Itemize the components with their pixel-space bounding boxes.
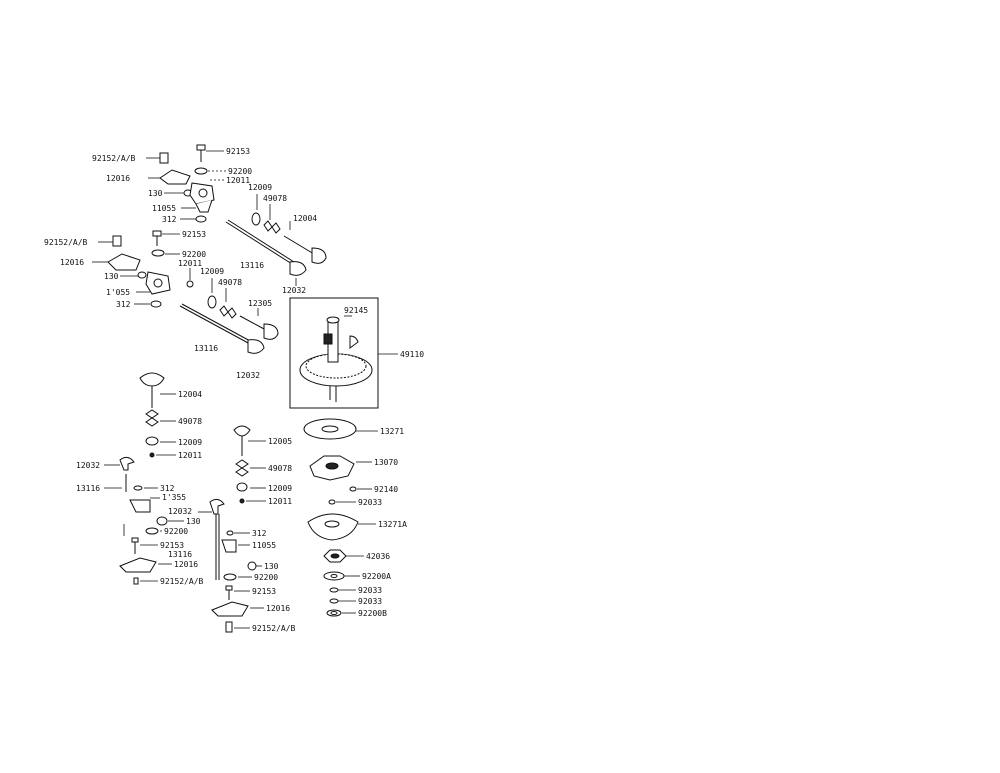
label-11055-d: 11055 <box>252 541 276 550</box>
label-42036: 42036 <box>366 552 390 561</box>
valve-head-12004-c-part <box>139 372 165 387</box>
label-49078-c: 49078 <box>178 417 202 426</box>
label-92152-d: 92152/A/B <box>252 624 296 633</box>
center-valve-stack: 12005 49078 12009 12011 312 11055 130 92… <box>211 425 296 633</box>
label-13271: 13271 <box>380 427 404 436</box>
label-92200-d: 92200 <box>254 573 278 582</box>
upper-rocker-assembly: 92153 92200 92152/A/B 12016 12011 130 12… <box>92 144 327 264</box>
label-12016-a: 12016 <box>106 174 130 183</box>
label-92153-a: 92153 <box>226 147 250 156</box>
label-92033-c: 92033 <box>358 597 382 606</box>
label-12032-d: 12032 <box>168 507 192 516</box>
rocker-arm-12016-b-part <box>107 253 141 271</box>
label-12016-c: 12016 <box>174 560 198 569</box>
label-12016-b: 12016 <box>60 258 84 267</box>
label-92152-c: 92152/A/B <box>160 577 204 586</box>
collar-92152-part <box>159 152 169 164</box>
valve-spring-49078-part <box>263 220 281 234</box>
label-13271A: 13271A <box>378 520 407 529</box>
bolt-92153-b-part <box>152 230 162 237</box>
push-rod-13116-part <box>225 221 293 265</box>
label-92140: 92140 <box>374 485 398 494</box>
label-12032-b: 12032 <box>236 371 260 380</box>
label-12004-a: 12004 <box>293 214 317 223</box>
middle-rocker-assembly: 92152/A/B 92153 92200 12016 12011 130 1'… <box>44 219 307 380</box>
rocker-arm-12016-c-part <box>119 557 157 573</box>
label-49110: 49110 <box>400 350 424 359</box>
governor-stack: 13271 13070 92140 92033 13271A 42036 922… <box>303 418 407 618</box>
label-12011-d: 12011 <box>268 497 292 506</box>
label-13116-c: 13116 <box>76 484 100 493</box>
valve-spring-49078-c-part <box>145 409 159 427</box>
camshaft-frame <box>289 297 379 409</box>
label-12004-c: 12004 <box>178 390 202 399</box>
label-92152-a: 92152/A/B <box>92 154 136 163</box>
collar-92152-b-part <box>112 235 122 247</box>
label-312-a: 312 <box>162 215 177 224</box>
label-92033-a: 92033 <box>358 498 382 507</box>
label-130-b: 130 <box>104 272 119 281</box>
label-11055-a: 11055 <box>152 204 176 213</box>
valve-spring-49078-b-part <box>219 305 237 319</box>
label-92200B: 92200B <box>358 609 387 618</box>
label-13116-b: 13116 <box>194 344 218 353</box>
label-92145: 92145 <box>344 306 368 315</box>
label-13116-d: 13116 <box>168 550 192 559</box>
label-13070: 13070 <box>374 458 398 467</box>
bolt-92153-part <box>196 144 206 151</box>
label-92200A: 92200A <box>362 572 391 581</box>
label-92200-b: 92200 <box>182 250 206 259</box>
label-130-c: 130 <box>186 517 201 526</box>
label-12009-c: 12009 <box>178 438 202 447</box>
label-92200-a: 92200 <box>228 167 252 176</box>
rocker-arm-12016-part <box>159 169 191 185</box>
label-49078-b: 49078 <box>218 278 242 287</box>
label-312-d: 312 <box>252 529 267 538</box>
label-92152-b: 92152/A/B <box>44 238 88 247</box>
camshaft-assembly: 92145 49110 <box>289 297 424 409</box>
washer-92200-part <box>194 167 208 175</box>
label-312-b: 312 <box>116 300 131 309</box>
push-rod-13116-b-part <box>179 305 251 345</box>
label-12009-a: 12009 <box>248 183 272 192</box>
label-49078-d: 49078 <box>268 464 292 473</box>
valve-stem-12004-part <box>283 235 315 255</box>
label-12032-c: 12032 <box>76 461 100 470</box>
label-312-c: 312 <box>160 484 175 493</box>
label-13116-a: 13116 <box>240 261 264 270</box>
rocker-arm-12016-d-part <box>211 601 249 617</box>
label-92153-c: 92153 <box>160 541 184 550</box>
label-12016-d: 12016 <box>266 604 290 613</box>
label-92153-d: 92153 <box>252 587 276 596</box>
label-12005: 12005 <box>268 437 292 446</box>
label-130-a: 130 <box>148 189 163 198</box>
label-92200-c: 92200 <box>164 527 188 536</box>
label-1355: 1'355 <box>162 493 186 502</box>
label-92033-b: 92033 <box>358 586 382 595</box>
label-1055-b: 1'055 <box>106 288 130 297</box>
label-12011-a: 12011 <box>226 176 250 185</box>
label-12011-b: 12011 <box>178 259 202 268</box>
label-12305: 12305 <box>248 299 272 308</box>
label-130-d: 130 <box>264 562 279 571</box>
valve-spring-49078-d-part <box>235 459 249 477</box>
label-49078-a: 49078 <box>263 194 287 203</box>
left-valve-stack: 12004 49078 12009 12011 12032 13116 312 … <box>76 372 225 586</box>
label-92153-b: 92153 <box>182 230 206 239</box>
label-12032-a: 12032 <box>282 286 306 295</box>
label-12009-d: 12009 <box>268 484 292 493</box>
spring-seat-12009-part <box>251 212 261 226</box>
label-12011-c: 12011 <box>178 451 202 460</box>
label-12009-b: 12009 <box>200 267 224 276</box>
